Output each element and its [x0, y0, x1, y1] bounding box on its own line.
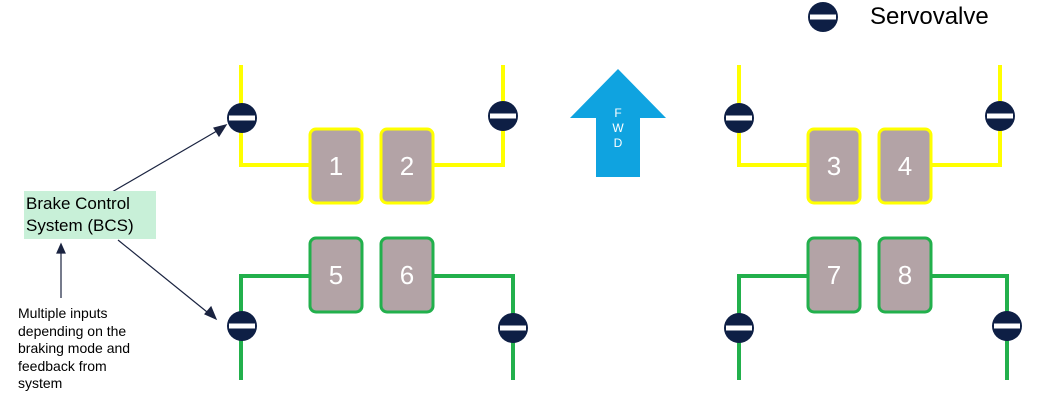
wheel-3-box: [806, 127, 862, 205]
wheel-4-box: [877, 127, 933, 205]
fwd-letter: W: [612, 121, 624, 135]
arrowhead-icon: [204, 305, 218, 321]
servovalve-icon: [227, 103, 257, 133]
wheel-1-box: [308, 127, 364, 205]
wheel-1-number: 1: [329, 151, 343, 181]
inputs-note-line: braking mode and: [18, 340, 131, 356]
yellow-line-right-pair-right: [929, 65, 1002, 167]
green-line-left-pair: [239, 274, 310, 380]
servovalve-icon: [227, 311, 257, 341]
servovalve-icon: [724, 103, 754, 133]
wheel-2-box: [379, 127, 435, 205]
arrowhead-icon: [56, 242, 66, 254]
wheel-3-number: 3: [827, 151, 841, 181]
wheel-8-box: [877, 236, 933, 314]
wheel-4-number: 4: [898, 151, 912, 181]
bcs-arrows: [56, 124, 228, 321]
inputs-note-line: feedback from: [18, 357, 107, 374]
wheel-8-number: 8: [898, 260, 912, 290]
wheel-6-box: [379, 236, 435, 314]
servovalve-icon: [498, 313, 528, 343]
wheel-6-number: 6: [400, 260, 414, 290]
servovalve-icon: [992, 311, 1022, 341]
wheel-5-number: 5: [329, 260, 343, 290]
wheel-2-number: 2: [400, 151, 414, 181]
bcs-label-line1: Brake Control: [26, 194, 130, 213]
bcs-label-line2: System (BCS): [26, 216, 134, 235]
wheel-7-box: [806, 236, 862, 314]
yellow-hydraulic-lines: [239, 65, 1002, 167]
inputs-note-line: depending on the: [18, 322, 127, 339]
fwd-letter: F: [614, 106, 622, 120]
fwd-label: F W D: [611, 106, 625, 151]
bcs-box: Brake Control System (BCS): [24, 191, 156, 239]
legend-servovalve-label: Servovalve: [870, 3, 989, 30]
servovalves: [227, 101, 1022, 343]
yellow-line-left-pair-right: [433, 65, 505, 167]
inputs-note-line: Multiple inputs: [18, 305, 108, 321]
yellow-line-left-pair: [239, 65, 310, 167]
servovalve-icon: [488, 101, 518, 131]
servovalve-icon: [985, 101, 1015, 131]
bcs-to-yellow-valve-arrow: [111, 127, 223, 193]
forward-arrow-icon: [570, 69, 666, 177]
green-line-right-pair: [737, 274, 808, 380]
inputs-note: Multiple inputs depending on the braking…: [18, 305, 178, 393]
green-hydraulic-lines: [239, 274, 1009, 380]
wheel-numbers: 1 2 3 4 5 6 7 8: [329, 151, 912, 290]
inputs-note-line: system: [18, 375, 63, 391]
bcs-to-green-valve-arrow: [117, 239, 213, 317]
wheel-5-box: [308, 236, 364, 314]
fwd-letter: D: [613, 136, 623, 150]
yellow-line-right-pair: [737, 65, 808, 167]
arrowhead-icon: [213, 124, 228, 138]
legend-servovalve-icon: [808, 2, 838, 32]
wheel-brakes: [308, 127, 933, 314]
green-line-left-pair-right: [433, 274, 515, 380]
servovalve-icon: [724, 313, 754, 343]
green-line-right-pair-right: [929, 274, 1009, 380]
wheel-7-number: 7: [827, 260, 841, 290]
